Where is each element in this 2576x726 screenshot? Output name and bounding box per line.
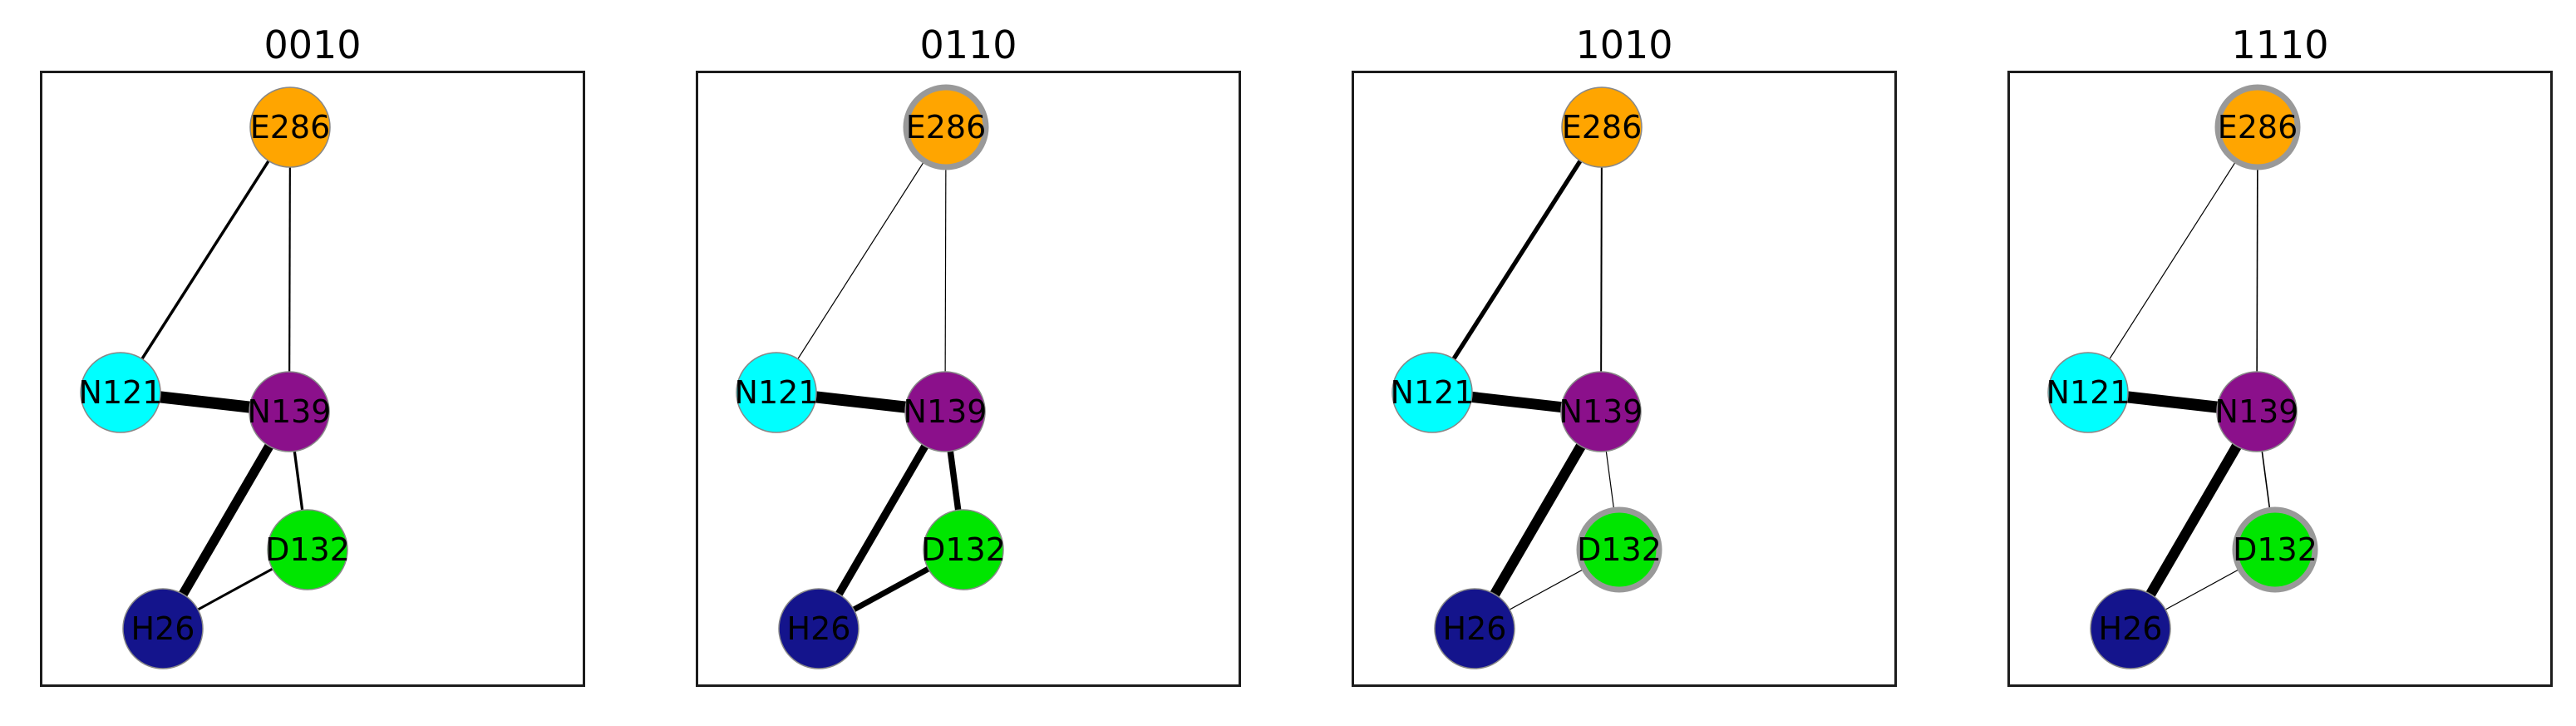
node-N139 [249,371,330,452]
node-label-N139: N139 [2215,393,2299,430]
edge-E286-N121 [119,126,292,393]
panel-border [40,71,585,687]
node-label-N139: N139 [248,393,332,430]
edge-N139-H26 [159,409,293,631]
edge-N139-H26 [815,409,949,631]
node-label-N121: N121 [1391,374,1475,411]
panel-title-0010: 0010 [264,22,362,67]
node-E286-highlighted [903,84,989,170]
node-E286-highlighted [2214,84,2301,170]
node-label-N121: N121 [735,374,819,411]
node-H26 [2090,588,2171,669]
edge-E286-N121 [2087,126,2258,393]
node-label-D132: D132 [2233,531,2317,568]
node-label-D132: D132 [265,531,350,568]
node-N121 [1391,352,1473,433]
panel-title-1010: 1010 [1575,22,1673,67]
edge-E286-N139 [1600,126,1603,412]
node-D132-highlighted [1576,506,1662,593]
edge-E286-N139 [288,126,292,412]
node-E286 [1561,86,1643,168]
node-label-H26: H26 [131,610,195,647]
node-E286 [249,86,331,168]
edge-E286-N121 [776,126,947,393]
node-N121 [2047,352,2129,433]
edge-N139-H26 [2125,408,2262,632]
node-label-N139: N139 [1559,393,1643,430]
node-label-H26: H26 [2099,610,2163,647]
node-N139 [1560,371,1642,452]
node-label-N121: N121 [79,374,163,411]
node-label-H26: H26 [787,610,851,647]
node-H26 [778,588,859,669]
node-label-D132: D132 [921,531,1006,568]
node-N139 [904,371,986,452]
node-label-E286: E286 [1562,109,1643,146]
node-N121 [80,352,161,433]
node-D132 [923,509,1004,590]
edge-E286-N139 [944,126,947,412]
panel-border [2007,71,2553,687]
node-H26 [122,588,204,669]
node-D132 [267,509,348,590]
panel-title-0110: 0110 [919,22,1017,67]
panel-border [696,71,1241,687]
node-label-N121: N121 [2047,374,2130,411]
node-N121 [736,352,817,433]
node-label-D132: D132 [1577,531,1662,568]
node-D132-highlighted [2232,506,2318,593]
node-label-E286: E286 [250,109,331,146]
edge-E286-N121 [1430,126,1604,394]
edge-N139-H26 [1470,408,1606,632]
panel-title-1110: 1110 [2231,22,2329,67]
panel-border [1352,71,1897,687]
node-label-E286: E286 [2218,109,2298,146]
node-H26 [1434,588,1515,669]
edge-E286-N139 [2256,126,2258,412]
node-label-E286: E286 [906,109,987,146]
node-label-H26: H26 [1443,610,1507,647]
node-label-N139: N139 [904,393,988,430]
node-N139 [2216,371,2298,452]
